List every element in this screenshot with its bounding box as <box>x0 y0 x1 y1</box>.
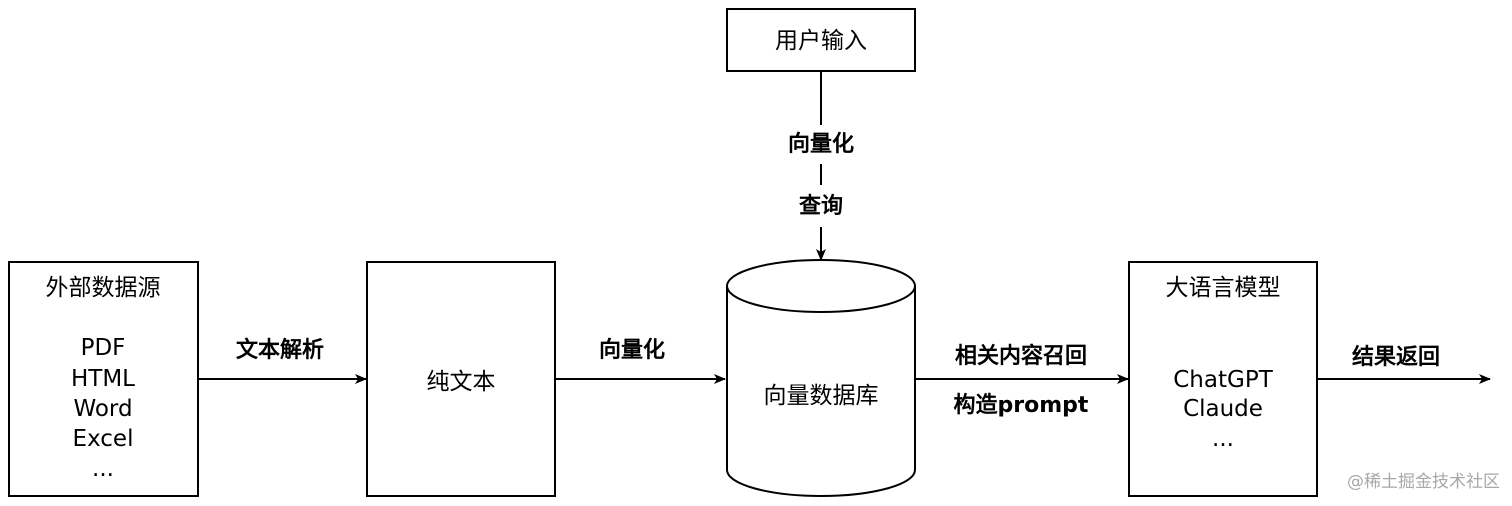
vector-db-label: 向量数据库 <box>764 383 879 409</box>
edge-build-prompt-label: 构造prompt <box>954 392 1089 418</box>
external-source-item-more: ... <box>92 456 114 482</box>
external-source-title: 外部数据源 <box>46 275 161 301</box>
external-source-item-word: Word <box>73 396 132 422</box>
llm-item-more: ... <box>1212 426 1234 452</box>
external-source-item-pdf: PDF <box>81 335 126 361</box>
user-input-node: 用户输入 <box>726 8 916 72</box>
edge-vectorize: 向量化 <box>555 337 726 384</box>
vector-db-node: 向量数据库 <box>726 259 916 497</box>
edge-recall-label: 相关内容召回 <box>955 343 1087 369</box>
edge-parse-label: 文本解析 <box>236 337 324 363</box>
edge-query-vectorize-label: 向量化 <box>788 131 854 157</box>
plain-text-node: 纯文本 <box>366 261 556 497</box>
edge-parse: 文本解析 <box>198 337 367 384</box>
watermark: @稀土掘金技术社区 <box>1347 472 1500 492</box>
edge-vectorize-label: 向量化 <box>599 337 665 363</box>
user-input-label: 用户输入 <box>775 28 867 54</box>
external-source-item-excel: Excel <box>73 426 134 452</box>
edge-return-label: 结果返回 <box>1352 344 1440 370</box>
external-source-node: 外部数据源 PDF HTML Word Excel ... <box>8 261 199 497</box>
edge-recall: 相关内容召回 构造prompt <box>915 343 1129 418</box>
edge-query-label: 查询 <box>799 193 843 219</box>
llm-item-claude: Claude <box>1183 396 1263 422</box>
plain-text-label: 纯文本 <box>427 369 496 395</box>
llm-node: 大语言模型 ChatGPT Claude ... <box>1128 261 1318 497</box>
external-source-item-html: HTML <box>71 366 135 392</box>
llm-item-chatgpt: ChatGPT <box>1173 367 1273 393</box>
edge-return: 结果返回 <box>1317 344 1491 384</box>
edge-query: 向量化 查询 <box>788 71 854 261</box>
llm-title: 大语言模型 <box>1166 275 1281 301</box>
